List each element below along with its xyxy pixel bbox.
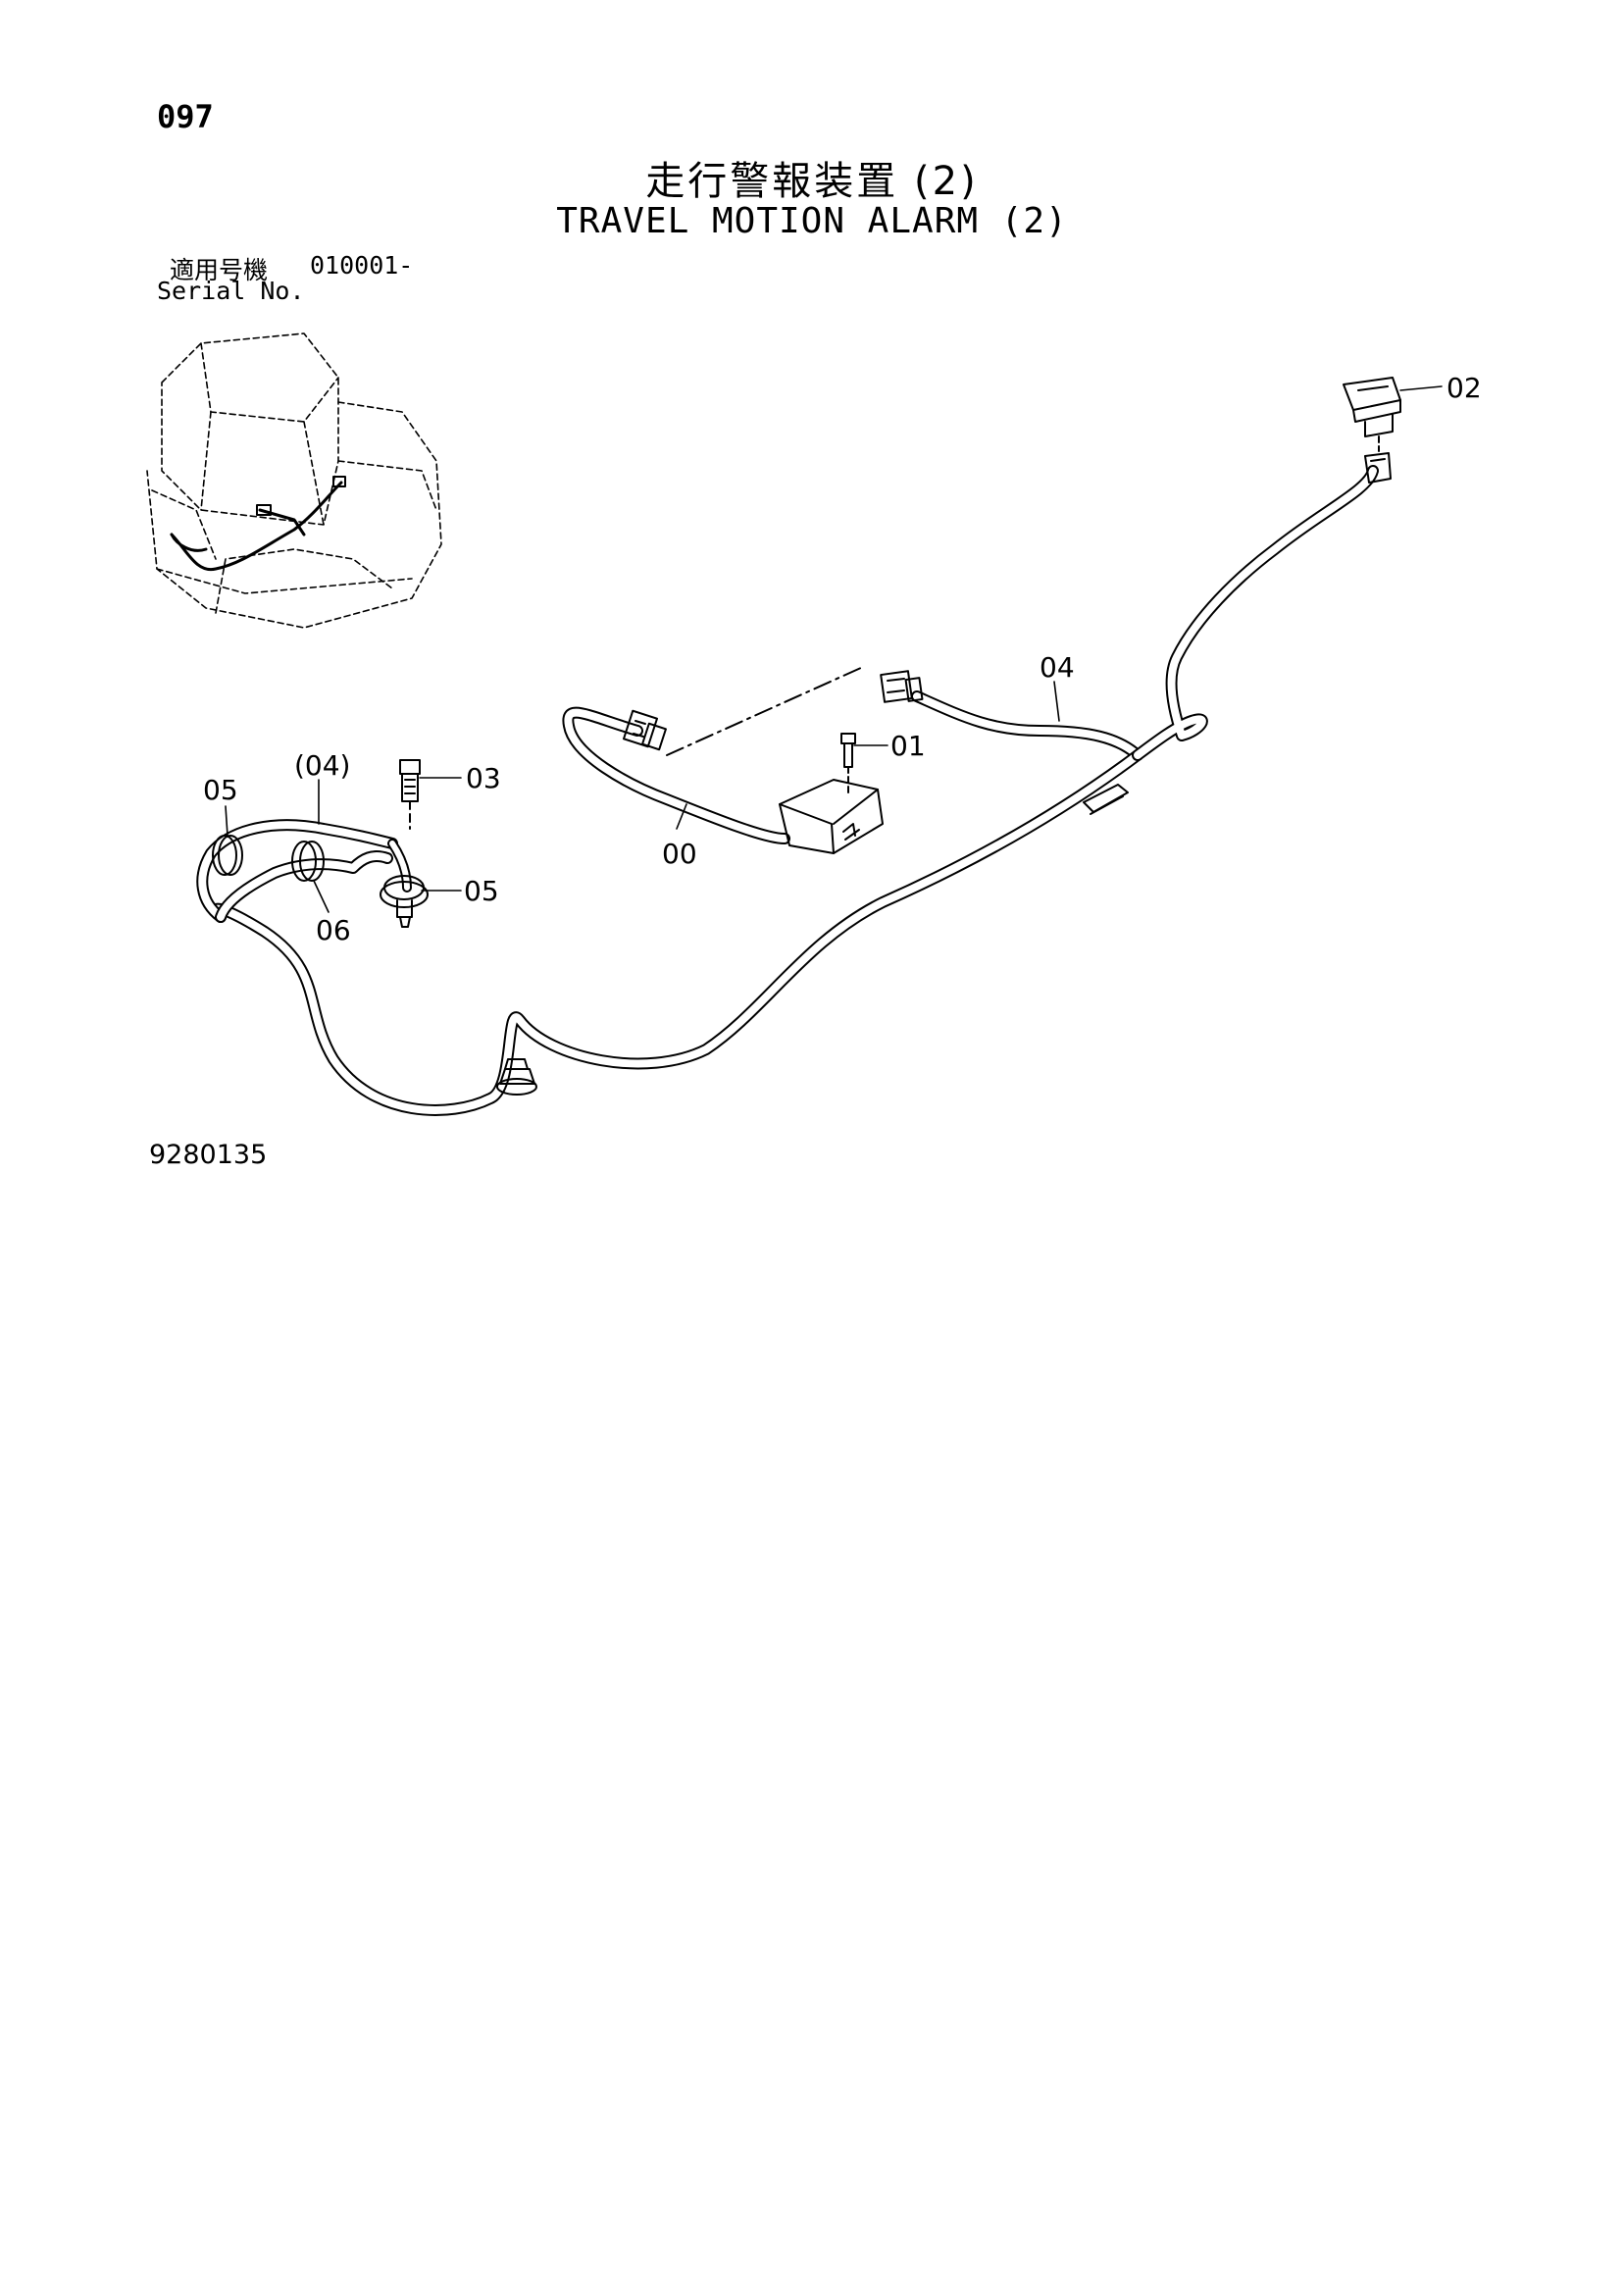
callout-01: 01 [890, 730, 926, 762]
switch-02 [1343, 377, 1401, 484]
harness-thumbnail-highlight [170, 476, 346, 572]
serial-label-english: Serial No. [157, 277, 305, 305]
callout-05-right: 05 [464, 875, 499, 907]
clamp-05-right [380, 875, 429, 928]
callout-04: 04 [1040, 651, 1075, 684]
grommet-05-left [212, 835, 243, 876]
main-harness [210, 465, 1379, 1116]
grommet-06 [291, 841, 325, 882]
callout-06: 06 [316, 914, 351, 946]
bolt-01 [840, 733, 856, 795]
title-english: TRAVEL MOTION ALARM (2) [556, 201, 1068, 241]
grommet-bottom [496, 1058, 537, 1096]
pressure-switch-03 [399, 759, 421, 830]
machine-overview-thumbnail [146, 332, 442, 629]
callout-04-ref: (04) [294, 749, 350, 782]
callout-00: 00 [662, 838, 697, 870]
serial-label-japanese: 適用号機 [170, 256, 269, 284]
callout-03: 03 [466, 762, 501, 794]
alarm-unit-bracket [779, 779, 884, 854]
leader-lines [225, 385, 1443, 913]
harness-clip-right [1083, 784, 1129, 815]
connector-left [623, 709, 667, 751]
page-number: 097 [157, 98, 214, 135]
connector-right [880, 670, 924, 703]
connection-dashed-line [666, 666, 864, 756]
title-japanese: 走行警報装置 (2) [645, 159, 979, 204]
serial-number-value: 010001- [310, 251, 414, 280]
left-harness-branch [196, 819, 412, 923]
callout-05-left: 05 [203, 774, 238, 806]
callout-02: 02 [1446, 372, 1482, 404]
drawing-number: 9280135 [149, 1140, 268, 1170]
